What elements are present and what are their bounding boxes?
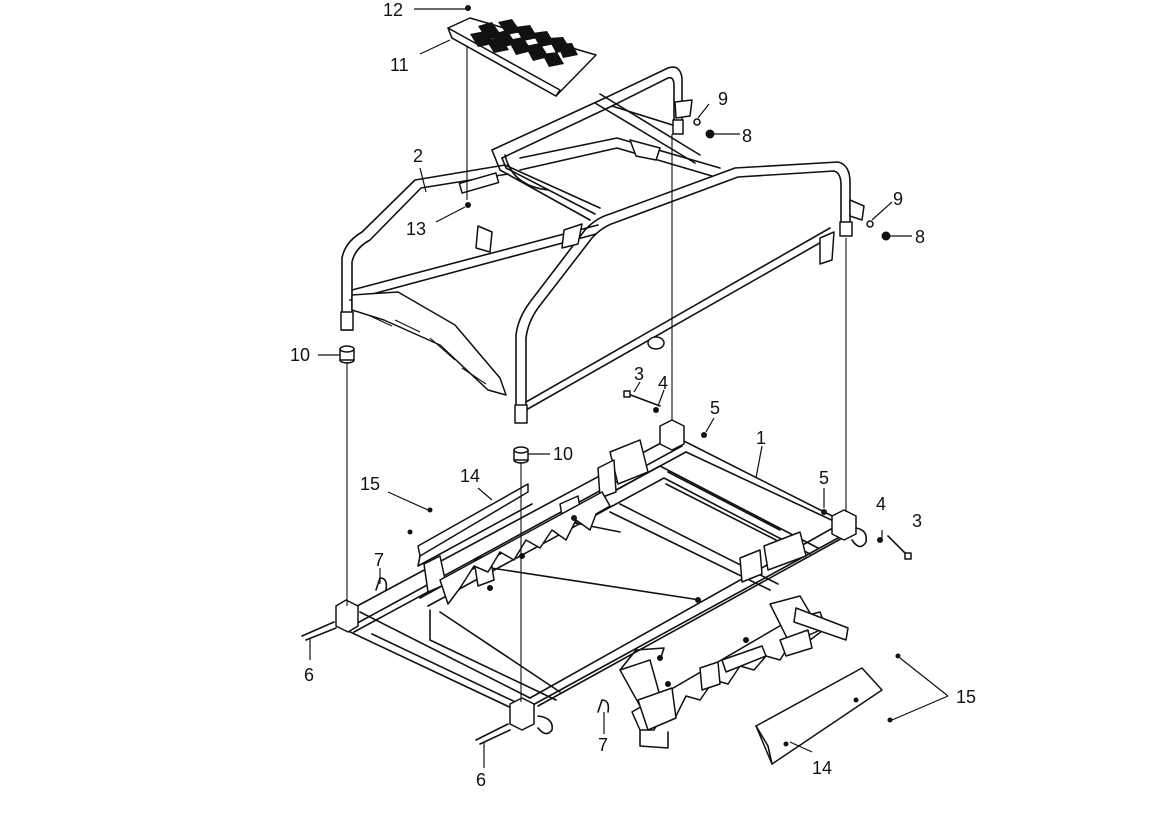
rubber-bushing-right	[513, 446, 529, 464]
callout-3-right: 3	[912, 511, 922, 531]
callout-2: 2	[413, 146, 423, 166]
callout-8-right: 8	[915, 227, 925, 247]
rubber-bushing-left	[339, 345, 355, 364]
callout-11: 11	[390, 55, 409, 75]
callout-5-top: 5	[710, 398, 720, 418]
callout-4-top: 4	[658, 373, 668, 393]
callout-6-bottom: 6	[476, 770, 486, 790]
callout-10-left: 10	[290, 345, 310, 365]
callout-4-right: 4	[876, 494, 886, 514]
callout-labels: 12 11 2 13 9 8 9 8 10 10 3 4 5 1 5 4 3 1…	[290, 0, 976, 790]
callout-14-left: 14	[460, 466, 480, 486]
callout-7-bottom: 7	[598, 735, 608, 755]
foot-plate	[447, 17, 597, 97]
callout-12: 12	[383, 0, 403, 20]
callout-8-top: 8	[742, 126, 752, 146]
callout-13: 13	[406, 219, 426, 239]
callout-15-left: 15	[360, 474, 380, 494]
callout-1: 1	[756, 428, 766, 448]
callout-9-right: 9	[893, 189, 903, 209]
right-side-shield	[755, 667, 883, 765]
callout-3-top: 3	[634, 364, 644, 384]
callout-10-right: 10	[553, 444, 573, 464]
callout-leaders	[309, 8, 949, 768]
callout-15-right: 15	[956, 687, 976, 707]
callout-5-right: 5	[819, 468, 829, 488]
hardware	[301, 5, 912, 745]
left-side-shield	[417, 483, 533, 567]
upper-frame-tube	[340, 66, 865, 424]
callout-9-top: 9	[718, 89, 728, 109]
callout-7-left: 7	[374, 550, 384, 570]
chassis-frame	[335, 419, 868, 749]
callout-14-right: 14	[812, 758, 832, 778]
callout-6-left: 6	[304, 665, 314, 685]
assembly-alignment-lines	[346, 46, 847, 702]
